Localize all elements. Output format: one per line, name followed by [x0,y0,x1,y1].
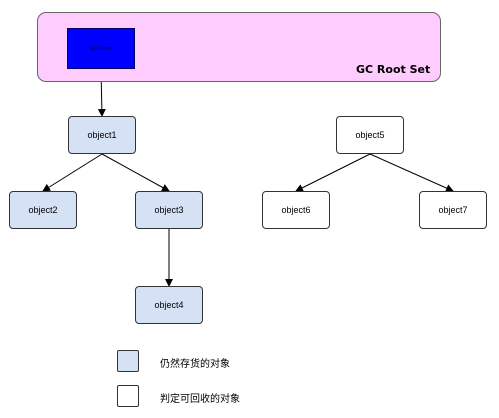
edge-object1-to-object2 [42,153,103,192]
edge-object5-to-object7 [369,153,454,192]
gc-roots-node: GC Roots [67,28,135,69]
legend-label-alive: 仍然存货的对象 [160,359,230,370]
edge-object1-to-object3 [101,153,170,192]
node-object5: object5 [336,116,404,154]
gc-root-set-label: GC Root Set [356,63,431,76]
legend-label-collectable: 判定可回收的对象 [160,394,240,405]
node-object6: object6 [262,191,330,229]
legend-swatch-collectable [117,385,139,407]
legend-swatch-alive [117,350,139,372]
node-object3: object3 [135,191,203,229]
node-object1: object1 [68,116,136,154]
edge-object5-to-object6 [295,153,371,192]
node-object7: object7 [419,191,487,229]
node-object2: object2 [9,191,77,229]
node-object4: object4 [135,286,203,324]
